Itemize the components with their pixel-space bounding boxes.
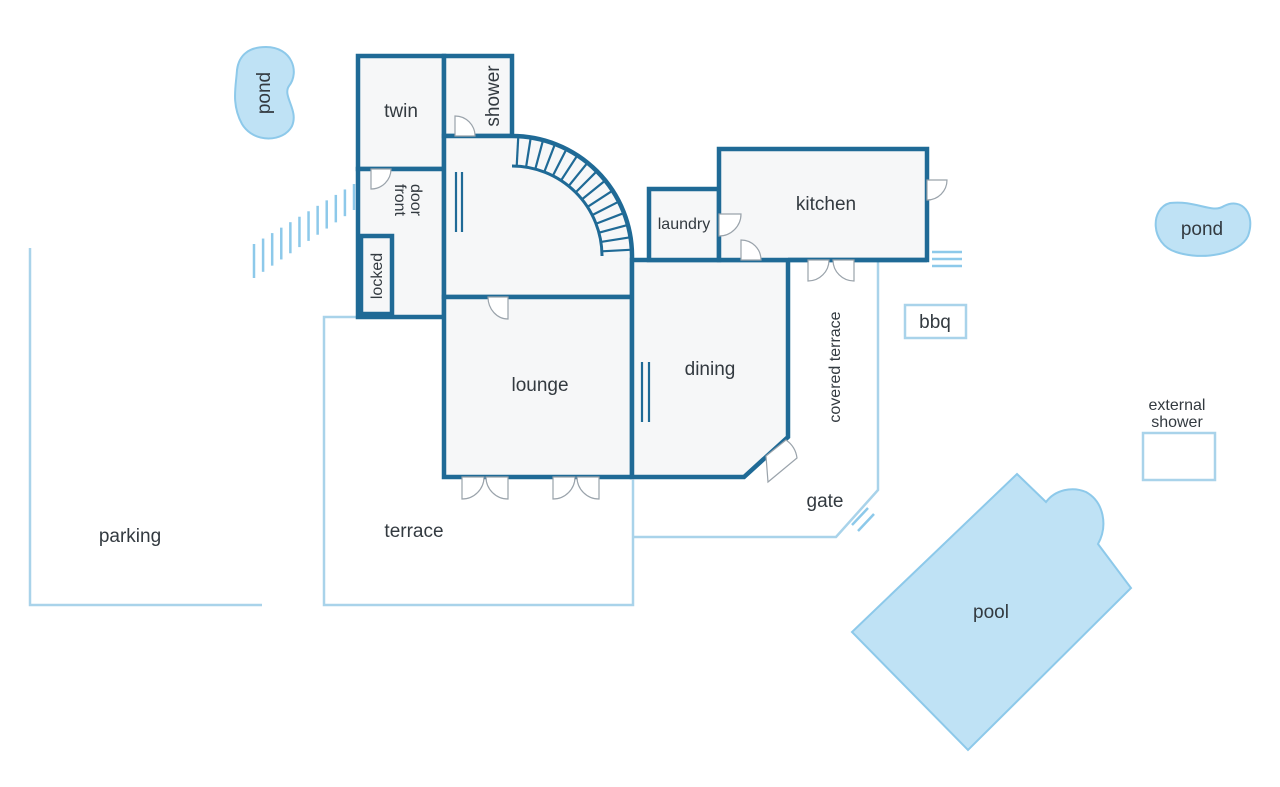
terrace-outline [322,315,635,607]
kitchen-east-door [926,179,948,201]
dining-corner-door [765,439,798,484]
stair-step [586,190,612,208]
terrace-door-3 [552,476,576,500]
pond-right-label: pond [1181,219,1223,240]
front-door [370,168,392,190]
external-shower-label-1: external [1149,397,1206,414]
locked-room [358,233,395,317]
stair-step [574,171,597,194]
gate-label: gate [807,491,844,512]
stair-step [598,224,627,234]
laundry-label: laundry [658,216,710,233]
terrace-door-4 [576,476,600,500]
pond-left-label: pond [254,72,275,114]
covered-terrace-door-left [807,259,830,282]
pond-left-shape [234,45,295,140]
stair-step [543,145,556,173]
stair-step [595,212,623,225]
front-door-label-2: door [407,184,424,217]
covered-terrace-door-right [832,259,855,282]
gate-mark [851,507,869,526]
bbq-label: bbq [919,312,951,333]
twin-label: twin [384,101,418,122]
pool-label: pool [973,602,1009,623]
terrace-door-1 [461,476,485,500]
entry-steps [252,184,356,278]
external-shower-box [1141,431,1217,482]
stair-step [551,150,567,177]
stair-step [600,236,629,244]
stair-step [534,141,544,170]
terrace-label: terrace [384,521,443,542]
covered-terrace-outline [633,262,880,539]
terrace-door-2 [485,476,509,500]
parking-label: parking [99,526,161,547]
bbq-box [903,303,968,340]
lounge-label: lounge [511,375,568,396]
parking-outline [28,248,262,607]
kitchen-label: kitchen [796,194,856,215]
pool-shape [850,472,1133,752]
locked-label: locked [369,253,386,299]
shower-door [454,115,476,137]
laundry-door [718,213,742,237]
front-door-label-1: front [391,184,408,217]
lounge-door [487,296,509,320]
stair-step [567,163,588,187]
stair-inner-rail [511,164,604,257]
covered-terrace-label: covered terrace [827,311,844,422]
external-shower-label-2: shower [1151,414,1203,431]
stair-hall [441,133,635,300]
kitchen-door [740,239,762,261]
stair-step [581,180,605,201]
shower-label: shower [483,65,504,127]
stair-step [524,139,532,168]
gate-mark [857,513,875,532]
curved-staircase [511,138,630,257]
dining-label: dining [685,359,736,380]
stair-step [560,156,578,182]
stair-step [601,248,630,253]
stair-step [515,138,520,167]
pond-right-shape [1154,201,1252,257]
stair-step [591,201,618,217]
laundry-room [646,186,722,263]
